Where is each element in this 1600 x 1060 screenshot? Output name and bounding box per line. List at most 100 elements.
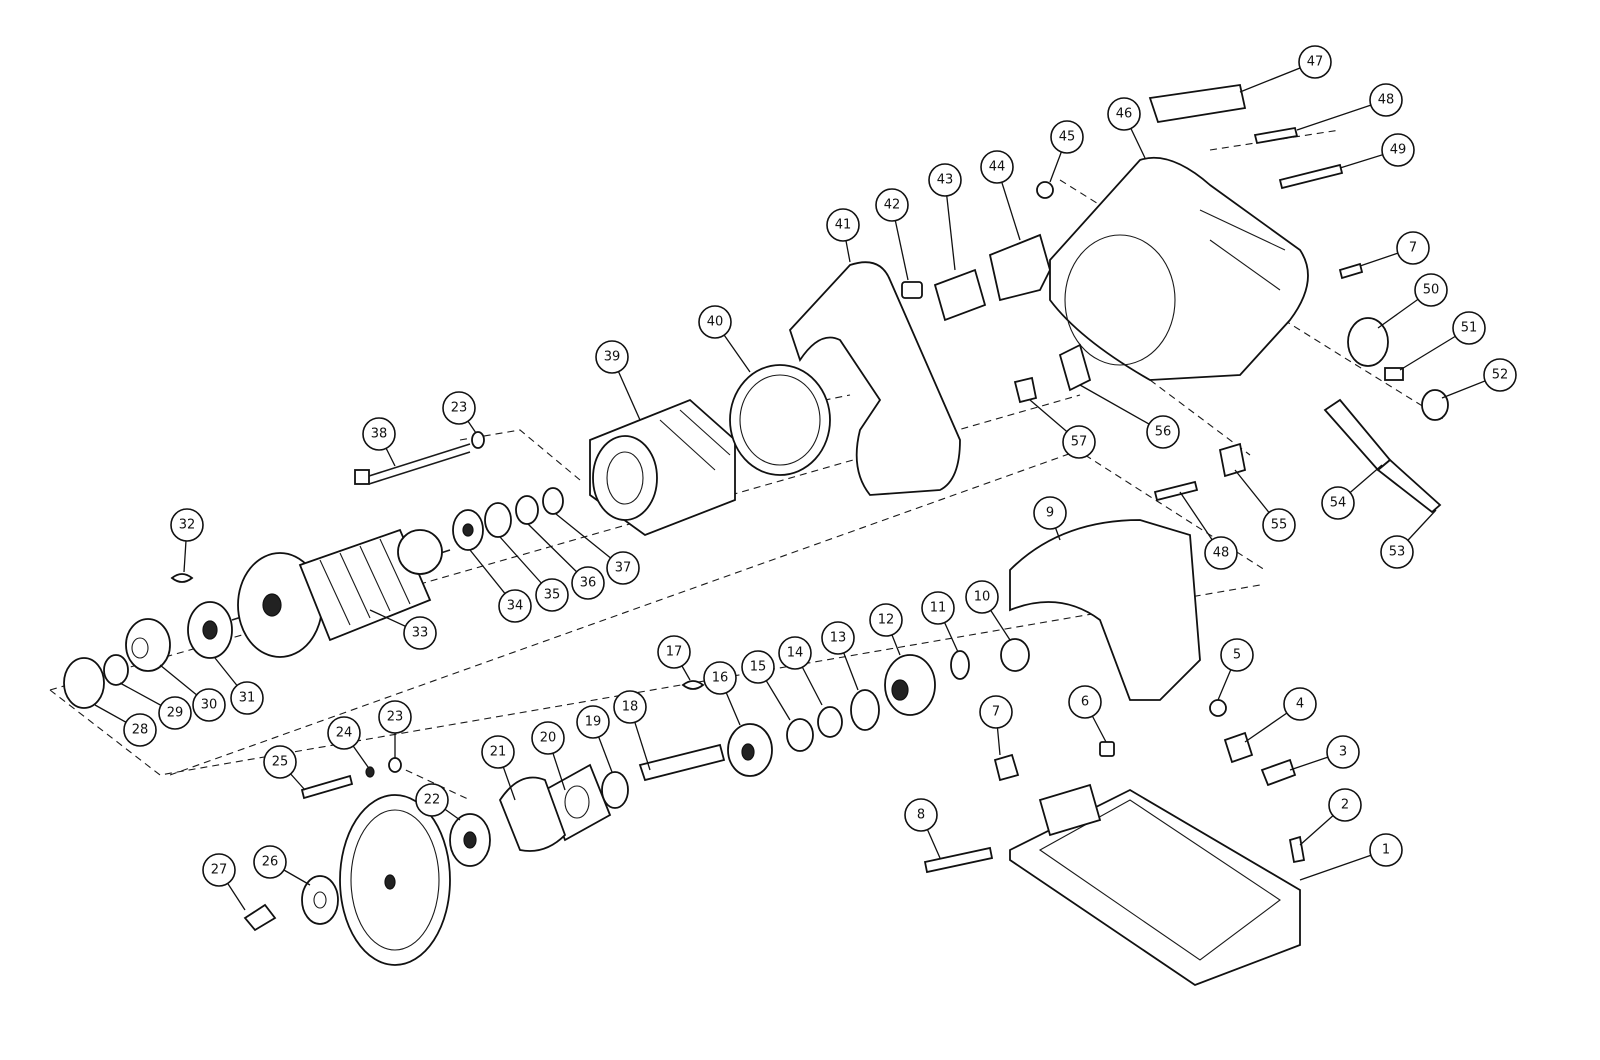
callout-circle (1283, 687, 1317, 721)
callout-38: 38 (362, 417, 396, 467)
callout-33: 33 (369, 609, 437, 650)
callout-number: 40 (707, 315, 724, 330)
callout-21: 21 (481, 735, 516, 801)
part-11-snap-ring (950, 650, 970, 680)
callout-number: 33 (412, 626, 429, 641)
callout-49: 49 (1339, 133, 1415, 169)
callout-number: 48 (1378, 93, 1395, 108)
callout-circle (1369, 83, 1403, 117)
part-callouts: 1234567891011121314151617181920212223232… (94, 45, 1517, 911)
callout-17: 17 (657, 635, 691, 681)
callout-circle (1062, 425, 1096, 459)
callout-number: 23 (451, 401, 468, 416)
callout-circle (778, 636, 812, 670)
callout-27: 27 (202, 853, 246, 911)
part-38-long-screw (354, 443, 471, 485)
callout-number: 32 (179, 518, 196, 533)
callout-number: 41 (835, 218, 852, 233)
callout-23: 23 (442, 391, 477, 434)
callout-number: 18 (622, 700, 639, 715)
callout-48: 48 (1296, 83, 1403, 131)
callout-number: 50 (1423, 283, 1440, 298)
callout-number: 30 (201, 698, 218, 713)
callout-circle (869, 603, 903, 637)
callout-8: 8 (904, 798, 941, 859)
callout-number: 13 (830, 631, 847, 646)
part-43-switch (933, 268, 987, 322)
part-14-washer (817, 706, 843, 738)
callout-7: 7 (979, 695, 1013, 756)
callout-circle (403, 616, 437, 650)
part-21-gear-housing (498, 776, 567, 852)
callout-number: 24 (336, 726, 353, 741)
callout-number: 38 (371, 427, 388, 442)
part-drawings (63, 83, 1449, 987)
callout-number: 17 (666, 645, 683, 660)
callout-12: 12 (869, 603, 903, 656)
callout-number: 15 (750, 660, 767, 675)
callout-45: 45 (1049, 120, 1084, 183)
callout-number: 44 (989, 160, 1006, 175)
callout-3: 3 (1289, 735, 1360, 771)
part-40-ring (729, 364, 831, 476)
part-53-power-cord (1376, 458, 1442, 514)
part-36-washer (515, 495, 539, 525)
part-25-screw (300, 774, 354, 800)
part-27-bolt (243, 903, 277, 932)
callout-number: 1 (1382, 843, 1390, 858)
callout-circle (442, 391, 476, 425)
part-19-seal (601, 771, 629, 809)
callout-number: 16 (712, 671, 729, 686)
part-23-washer-bottom (388, 757, 402, 773)
callout-circle (1050, 120, 1084, 154)
callout-number: 49 (1390, 143, 1407, 158)
callout-number: 28 (132, 723, 149, 738)
callout-48: 48 (1179, 491, 1238, 570)
part-2-screw (1288, 835, 1306, 864)
callout-42: 42 (875, 188, 909, 281)
callout-circle (875, 188, 909, 222)
part-15-ring (786, 718, 814, 752)
part-52-cap (1421, 389, 1449, 421)
callout-number: 39 (604, 350, 621, 365)
callout-circle (979, 695, 1013, 729)
callout-47: 47 (1239, 45, 1332, 93)
callout-number: 45 (1059, 130, 1076, 145)
callout-circle (123, 713, 157, 747)
callout-number: 27 (211, 863, 228, 878)
callout-circle (481, 735, 515, 769)
callout-29: 29 (119, 682, 192, 730)
callout-7: 7 (1359, 231, 1430, 267)
callout-18: 18 (613, 690, 651, 771)
callout-19: 19 (576, 705, 613, 773)
part-44-switch-block (988, 233, 1051, 302)
callout-circle (965, 580, 999, 614)
part-diamond-blade (339, 794, 451, 966)
callout-number: 14 (787, 646, 804, 661)
callout-35: 35 (499, 536, 569, 612)
callout-number: 55 (1271, 518, 1288, 533)
part-10-bearing (1000, 638, 1030, 672)
callout-number: 35 (544, 588, 561, 603)
callout-41: 41 (826, 208, 860, 263)
callout-number: 57 (1071, 435, 1088, 450)
callout-16: 16 (703, 661, 741, 726)
callout-circle (821, 621, 855, 655)
callout-number: 52 (1492, 368, 1509, 383)
part-26-outer-flange (301, 875, 339, 925)
part-17-key (681, 680, 705, 690)
callout-number: 48 (1213, 546, 1230, 561)
callout-number: 5 (1233, 648, 1241, 663)
callout-number: 2 (1341, 798, 1349, 813)
callout-number: 22 (424, 793, 441, 808)
callout-number: 23 (387, 710, 404, 725)
callout-circle (1328, 788, 1362, 822)
callout-circle (531, 721, 565, 755)
callout-circle (1146, 415, 1180, 449)
callout-circle (703, 661, 737, 695)
part-42-nut (901, 281, 923, 299)
callout-number: 42 (884, 198, 901, 213)
callout-9: 9 (1033, 496, 1067, 541)
callout-number: 47 (1307, 55, 1324, 70)
